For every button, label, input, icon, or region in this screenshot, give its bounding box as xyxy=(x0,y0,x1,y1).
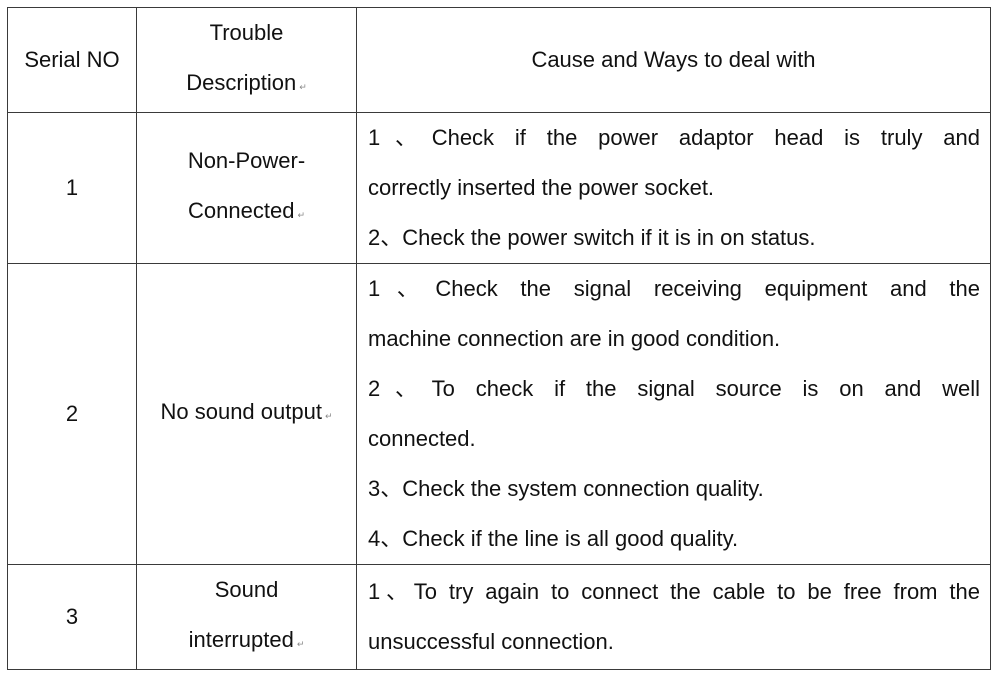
paragraph-mark-icon: ↵ xyxy=(296,639,305,649)
row-trouble-cell: No sound output↵ xyxy=(136,263,357,565)
cause-line: machine connection are in good condition… xyxy=(368,326,781,351)
row-trouble-line: No sound output xyxy=(160,399,322,424)
row-serial-cell: 2 xyxy=(7,263,137,565)
header-trouble-line-1: Trouble xyxy=(209,20,284,45)
header-trouble-description: Trouble Description↵ xyxy=(136,7,357,113)
row-serial: 1 xyxy=(65,175,79,200)
row-cause-cell: 1、To try again to connect the cable to b… xyxy=(356,564,991,670)
row-trouble-line: Connected xyxy=(188,198,295,223)
cause-line: 1、To try again to connect the cable to b… xyxy=(368,579,980,604)
cause-line: unsuccessful connection. xyxy=(368,629,614,654)
header-cause: Cause and Ways to deal with xyxy=(356,7,991,113)
row-serial-cell: 3 xyxy=(7,564,137,670)
header-serial-no: Serial NO xyxy=(7,7,137,113)
row-trouble-cell: Sound interrupted↵ xyxy=(136,564,357,670)
table-row: 2 No sound output↵ 1、Check the signal re… xyxy=(7,263,991,565)
row-cause-cell: 1、Check if the power adaptor head is tru… xyxy=(356,112,991,264)
row-trouble-line-wrap: interrupted↵ xyxy=(137,615,356,669)
row-trouble-line: Non-Power- xyxy=(187,148,306,173)
cause-line: 1、Check if the power adaptor head is tru… xyxy=(368,125,980,150)
paragraph-mark-icon: ↵ xyxy=(299,82,307,92)
table-header-row: Serial NO Trouble Description↵ Cause and… xyxy=(7,7,991,113)
header-trouble-line-2-wrap: Description↵ xyxy=(137,58,356,112)
cause-line: connected. xyxy=(368,426,476,451)
row-trouble-line-wrap: Connected↵ xyxy=(137,186,356,240)
cause-line: 2、To check if the signal source is on an… xyxy=(368,376,980,401)
header-cause-label: Cause and Ways to deal with xyxy=(531,47,816,72)
cause-line: 1、Check the signal receiving equipment a… xyxy=(368,276,980,301)
cause-line: 4、Check if the line is all good quality. xyxy=(368,526,739,551)
header-serial-label: Serial NO xyxy=(24,47,120,72)
table-row: 1 Non-Power- Connected↵ 1、Check if the p… xyxy=(7,112,991,264)
row-serial-cell: 1 xyxy=(7,112,137,264)
paragraph-mark-icon: ↵ xyxy=(324,411,333,421)
row-cause-cell: 1、Check the signal receiving equipment a… xyxy=(356,263,991,565)
paragraph-mark-icon: ↵ xyxy=(297,210,305,220)
table-row: 3 Sound interrupted↵ 1、To try again to c… xyxy=(7,564,991,670)
cause-line: 2、Check the power switch if it is in on … xyxy=(368,225,816,250)
row-trouble-line: Sound xyxy=(214,577,279,602)
row-serial: 3 xyxy=(65,604,79,629)
row-trouble-line: interrupted xyxy=(188,627,294,652)
cause-line: 3、Check the system connection quality. xyxy=(368,476,764,501)
header-trouble-line-2: Description xyxy=(186,70,297,95)
row-serial: 2 xyxy=(65,401,79,426)
troubleshooting-table: Serial NO Trouble Description↵ Cause and… xyxy=(7,7,991,670)
row-trouble-cell: Non-Power- Connected↵ xyxy=(136,112,357,264)
cause-line: correctly inserted the power socket. xyxy=(368,175,715,200)
